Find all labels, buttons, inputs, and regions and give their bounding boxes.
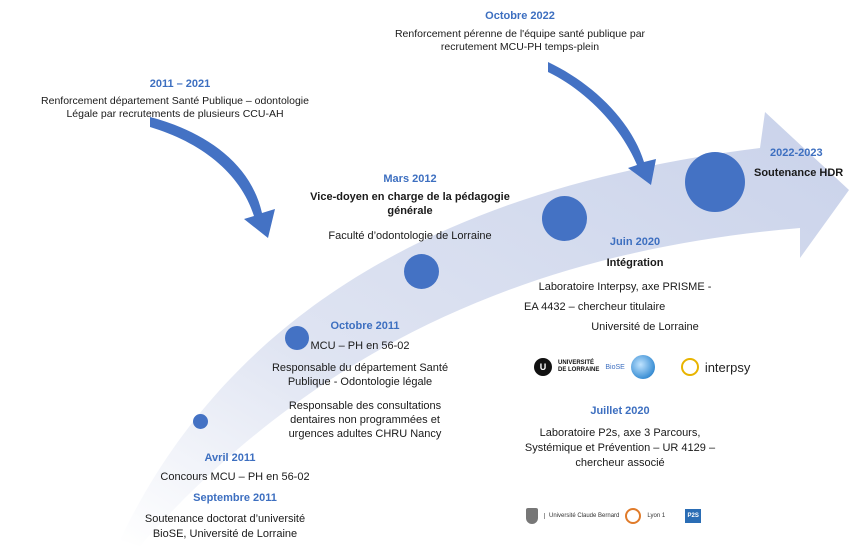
event-oct2011-resp2-line3: urgences adultes CHRU Nancy bbox=[288, 428, 442, 440]
timeline-band bbox=[120, 112, 849, 546]
curved-arrow-top bbox=[548, 62, 656, 185]
event-oct2022-line2: recrutement MCU-PH temps-plein bbox=[440, 41, 600, 53]
date-jun2020: Juin 2020 bbox=[609, 236, 661, 248]
event-oct2011-line1: MCU – PH en 56-02 bbox=[310, 340, 410, 352]
interpsy-logo-icon bbox=[680, 358, 699, 376]
event-jun2020-title: Intégration bbox=[606, 257, 664, 269]
date-2022-2023: 2022-2023 bbox=[770, 147, 823, 159]
event-oct2011-resp2: Responsable des consultations dentaires … bbox=[265, 399, 465, 441]
universite-lorraine-line2: DE LORRAINE bbox=[558, 367, 600, 373]
event-sep2011-line1: Soutenance doctorat d’université bbox=[144, 513, 306, 525]
event-jun2020-line2: EA 4432 – chercheur titulaire bbox=[524, 301, 666, 313]
event-2011-2021: Renforcement département Santé Publique … bbox=[0, 95, 350, 121]
university-shield-icon bbox=[526, 508, 538, 524]
event-mar2012-title-line2: générale bbox=[387, 205, 433, 217]
biose-logo-icon bbox=[630, 355, 655, 379]
event-oct2011-resp2-line1: Responsable des consultations bbox=[288, 400, 442, 412]
event-oct2011-resp1-line2: Publique - Odontologie légale bbox=[287, 376, 433, 388]
timeline-dot-mar2012 bbox=[404, 254, 439, 289]
logos-jul2020: Université Claude Bernard Lyon 1 P2S bbox=[526, 508, 702, 524]
date-oct2022: Octobre 2022 bbox=[485, 10, 555, 22]
logos-jun2020: U UNIVERSITÉ DE LORRAINE BioSE interpsy bbox=[534, 355, 750, 379]
date-jul2020: Juillet 2020 bbox=[590, 405, 650, 417]
event-jul2020-line2: Systémique et Prévention – UR 4129 – bbox=[524, 442, 716, 454]
event-oct2011-resp1: Responsable du département Santé Publiqu… bbox=[250, 361, 470, 389]
event-jul2020-line3: chercheur associé bbox=[575, 457, 665, 469]
biose-logo-text: BioSE bbox=[605, 363, 625, 371]
lyon1-logo-text: Lyon 1 bbox=[647, 513, 666, 519]
event-oct2022-line1: Renforcement pérenne de l'équipe santé p… bbox=[394, 28, 646, 40]
event-jul2020: Laboratoire P2s, axe 3 Parcours, Systémi… bbox=[500, 426, 740, 471]
event-oct2011-resp1-line1: Responsable du département Santé bbox=[271, 362, 449, 374]
universite-lorraine-text: UNIVERSITÉ DE LORRAINE bbox=[558, 360, 599, 374]
ucb-logo-text: Université Claude Bernard bbox=[544, 513, 619, 519]
event-2022-2023: Soutenance HDR bbox=[754, 167, 844, 179]
event-oct2022: Renforcement pérenne de l'équipe santé p… bbox=[340, 28, 700, 54]
event-apr2011: Concours MCU – PH en 56-02 bbox=[160, 471, 310, 483]
universite-lorraine-line1: UNIVERSITÉ bbox=[558, 360, 595, 366]
curved-arrow-left bbox=[150, 117, 275, 238]
timeline-dot-2022 bbox=[685, 152, 745, 212]
date-sep2011: Septembre 2011 bbox=[193, 492, 277, 504]
date-mar2012: Mars 2012 bbox=[383, 173, 437, 185]
event-mar2012-title: Vice-doyen en charge de la pédagogie gén… bbox=[290, 190, 530, 218]
event-mar2012-title-line1: Vice-doyen en charge de la pédagogie bbox=[310, 191, 510, 203]
date-oct2011: Octobre 2011 bbox=[330, 320, 400, 332]
event-2011-2021-line1: Renforcement département Santé Publique … bbox=[41, 95, 309, 107]
event-mar2012-sub: Faculté d’odontologie de Lorraine bbox=[328, 230, 492, 242]
interpsy-logo-text: interpsy bbox=[704, 359, 751, 375]
event-jul2020-line1: Laboratoire P2s, axe 3 Parcours, bbox=[539, 427, 701, 439]
event-oct2011-resp2-line2: dentaires non programmées et bbox=[290, 414, 440, 426]
event-sep2011: Soutenance doctorat d’université BioSE, … bbox=[125, 512, 325, 542]
date-apr2011: Avril 2011 bbox=[204, 452, 256, 464]
event-sep2011-line2: BioSE, Université de Lorraine bbox=[152, 528, 298, 540]
universite-lorraine-logo: U bbox=[534, 358, 552, 376]
event-jun2020: Laboratoire Interpsy, axe PRISME - EA 44… bbox=[510, 277, 740, 337]
event-jun2020-line1: Laboratoire Interpsy, axe PRISME - bbox=[538, 281, 712, 293]
timeline-dot-jun2020 bbox=[542, 196, 587, 241]
event-2011-2021-line2: Légale par recrutements de plusieurs CCU… bbox=[66, 108, 284, 120]
timeline-dot-apr2011 bbox=[193, 414, 208, 429]
p2s-logo: P2S bbox=[685, 509, 702, 523]
date-2011-2021: 2011 – 2021 bbox=[149, 78, 211, 90]
timeline-dot-oct2011 bbox=[285, 326, 309, 350]
event-jun2020-line3: Université de Lorraine bbox=[591, 321, 699, 333]
lyon1-logo-icon bbox=[625, 508, 642, 524]
